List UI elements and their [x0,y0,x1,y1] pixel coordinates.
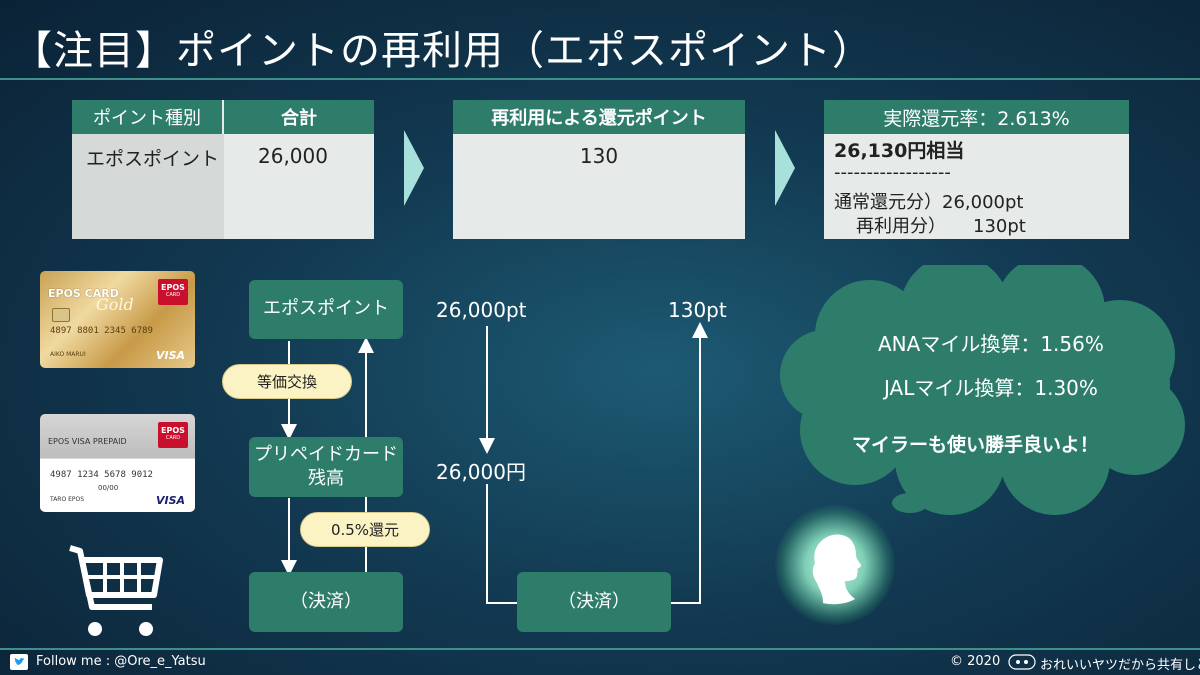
page-title: 【注目】ポイントの再利用（エポスポイント） [12,28,873,74]
pill-return-rate: 0.5%還元 [300,512,430,547]
card-holder: AIKO MARUI [50,351,86,358]
arrow-yen-to-payment [486,484,517,604]
col-header-actual-rate: 実際還元率：2.613% [824,100,1129,134]
follow-link[interactable]: Follow me : @Ore_e_Yatsu [36,654,206,669]
epos-gold-card: EPOS CARD Gold EPOS CARD 4897 8801 2345 … [40,271,195,368]
actual-rate-table: 実際還元率：2.613% 26,130円相当 -----------------… [824,100,1129,239]
reuse-value: 130 [579,144,619,168]
card-logo-sub: CARD [165,435,181,441]
card-logo: EPOS CARD [158,279,188,305]
visa-logo: VISA [156,349,186,362]
equivalent-yen: 26,130円相当 [834,140,965,162]
copyright-text: © 2020 [950,654,1001,669]
person-silhouette-icon [812,534,861,605]
thinking-person-avatar [775,505,895,625]
jal-mile-rate: JALマイル換算：1.30% [884,376,1098,400]
normal-return-line: 通常還元分）26,000pt [834,192,1024,213]
pill-equal-exchange: 等価交換 [222,364,352,399]
amount-yen: 26,000円 [436,460,526,484]
visa-logo: VISA [156,494,186,507]
card-expiry: 00/00 [98,484,119,492]
chip-icon [52,308,70,322]
title-divider [0,78,1200,80]
reuse-return-line: 再利用分） 130pt [856,216,1026,237]
card-logo: EPOS CARD [158,422,188,448]
twitter-icon[interactable] [10,654,28,670]
card-logo-text: EPOS [161,283,185,292]
card-number: 4987 1234 5678 9012 [50,470,153,480]
col-header-reuse: 再利用による還元ポイント [453,100,745,134]
reuse-point-table: 再利用による還元ポイント 130 [453,100,745,239]
ana-mile-rate: ANAマイル換算：1.56% [878,332,1104,356]
card-brand: EPOS VISA PREPAID [48,437,127,446]
amount-reuse: 130pt [668,298,727,322]
box-payment-right: （決済） [517,572,671,632]
box-prepaid-balance: プリペイドカード 残高 [249,437,403,497]
card-script: Gold [96,295,134,314]
col-header-point-type: ポイント種別 [72,100,224,134]
arrow-chevron-2 [775,130,795,206]
box-prepaid-line2: 残高 [308,468,344,489]
row-value: 26,000 [258,144,328,168]
card-logo-sub: CARD [165,292,181,298]
row-label-cell [72,134,224,239]
miler-note: マイラーも使い勝手良いよ！ [852,434,1099,456]
shopping-cart-icon [69,545,163,636]
box-epos-points: エポスポイント [249,280,403,339]
box-payment-left: （決済） [249,572,403,632]
col-header-total: 合計 [224,100,374,134]
card-number: 4897 8801 2345 6789 [50,326,153,336]
site-name: おれいいヤツだから共有しとくよ [1040,658,1200,673]
arrow-payment-to-reuse [670,322,708,604]
thought-cloud [780,265,1185,515]
arrow-chevron-1 [404,130,424,206]
row-label: エポスポイント [86,148,220,170]
site-logo-icon [1008,654,1036,670]
epos-prepaid-card: EPOS VISA PREPAID EPOS CARD 4987 1234 56… [40,414,195,512]
box-prepaid-line1: プリペイドカード [254,443,398,465]
card-holder: TARO EPOS [50,496,85,503]
point-type-table: ポイント種別 合計 エポスポイント 26,000 [72,100,374,239]
footer-divider [0,648,1200,650]
card-logo-text: EPOS [161,426,185,435]
amount-points: 26,000pt [436,298,527,322]
separator-line: ------------------ [834,162,951,183]
card-brand: EPOS CARD [48,287,119,300]
